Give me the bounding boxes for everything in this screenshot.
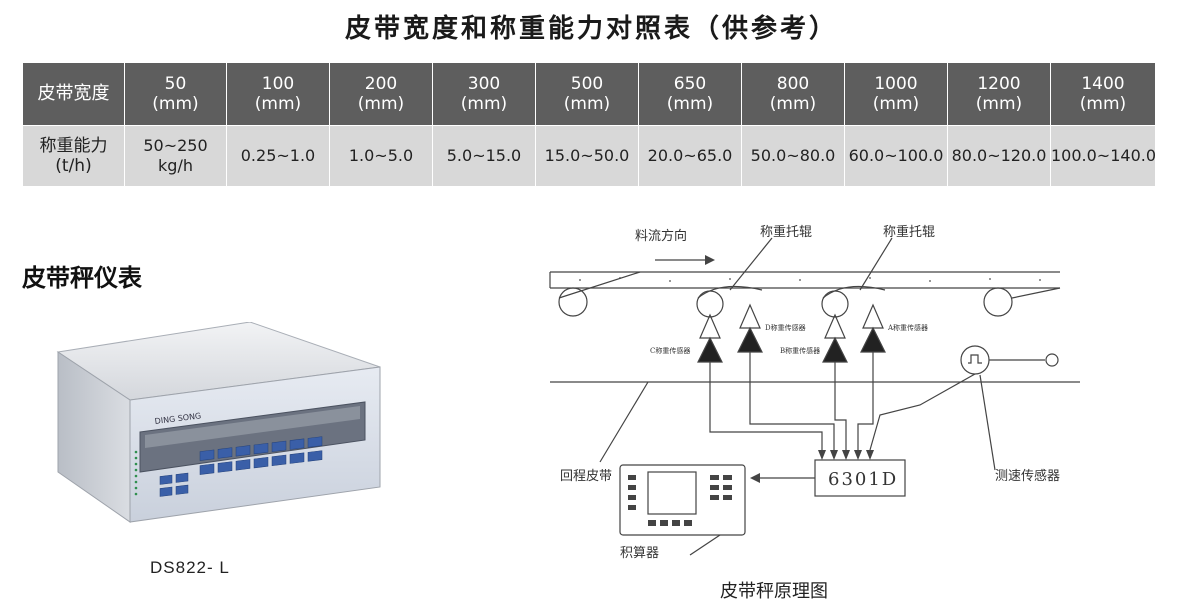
- controller-label: 6301D: [828, 469, 898, 490]
- header-cell: 1000(mm): [844, 62, 948, 126]
- weighing-roller-1: [696, 290, 724, 318]
- speed-sensor-icon: [960, 345, 990, 375]
- tail-pulley: [983, 287, 1013, 317]
- header-cell: 500(mm): [535, 62, 639, 126]
- instrument-section-title: 皮带秤仪表: [22, 264, 142, 292]
- sensor-c-label: C称重传感器: [650, 346, 690, 355]
- capacity-cell: 50.0~80.0: [741, 125, 845, 187]
- return-belt-label: 回程皮带: [560, 469, 612, 484]
- row-label: 称重能力(t/h): [22, 125, 125, 187]
- header-cell: 800(mm): [741, 62, 845, 126]
- header-cell: 100(mm): [226, 62, 330, 126]
- head-pulley: [558, 287, 588, 317]
- capacity-cell: 80.0~120.0: [947, 125, 1051, 187]
- header-label: 皮带宽度: [22, 62, 125, 126]
- sensor-d-label: D称重传感器: [765, 323, 806, 332]
- page-title: 皮带宽度和称重能力对照表（供参考）: [344, 14, 838, 44]
- integrator-device: [619, 464, 746, 536]
- flow-direction-label: 料流方向: [635, 228, 687, 244]
- header-cell: 50(mm): [124, 62, 227, 126]
- integrator-label: 积算器: [620, 546, 659, 561]
- capacity-cell: 100.0~140.0: [1050, 125, 1156, 187]
- speed-sensor-label: 测速传感器: [995, 468, 1060, 484]
- capacity-cell: 0.25~1.0: [226, 125, 330, 187]
- header-cell: 650(mm): [638, 62, 742, 126]
- weighing-roller-label-1: 称重托辊: [760, 224, 812, 240]
- keypad: [159, 436, 323, 497]
- weighing-instrument-image: DING SONG: [56, 322, 381, 523]
- belt-capacity-table: 皮带宽度 50(mm) 100(mm) 200(mm) 300(mm) 500(…: [22, 62, 1156, 187]
- instrument-model: DS822- L: [150, 558, 230, 577]
- header-cell: 200(mm): [329, 62, 433, 126]
- weighing-roller-label-2: 称重托辊: [883, 224, 935, 240]
- sensor-b-label: B称重传感器: [780, 346, 820, 355]
- capacity-cell: 5.0~15.0: [432, 125, 536, 187]
- capacity-cell: 60.0~100.0: [844, 125, 948, 187]
- table-header-row: 皮带宽度 50(mm) 100(mm) 200(mm) 300(mm) 500(…: [22, 62, 1156, 126]
- weighing-roller-2: [821, 290, 849, 318]
- header-cell: 1200(mm): [947, 62, 1051, 126]
- header-cell: 1400(mm): [1050, 62, 1156, 126]
- capacity-cell: 1.0~5.0: [329, 125, 433, 187]
- sensor-a-label: A称重传感器: [887, 323, 928, 332]
- header-cell: 300(mm): [432, 62, 536, 126]
- indicator-leds: [134, 450, 138, 496]
- capacity-cell: 20.0~65.0: [638, 125, 742, 187]
- belt-scale-principle-diagram: 料流方向 称重托辊 称重托辊 C称重传感器 D称重传感器 B称重传感器 A称重传…: [549, 224, 1080, 561]
- diagram-caption: 皮带秤原理图: [720, 581, 828, 602]
- capacity-cell: 15.0~50.0: [535, 125, 639, 187]
